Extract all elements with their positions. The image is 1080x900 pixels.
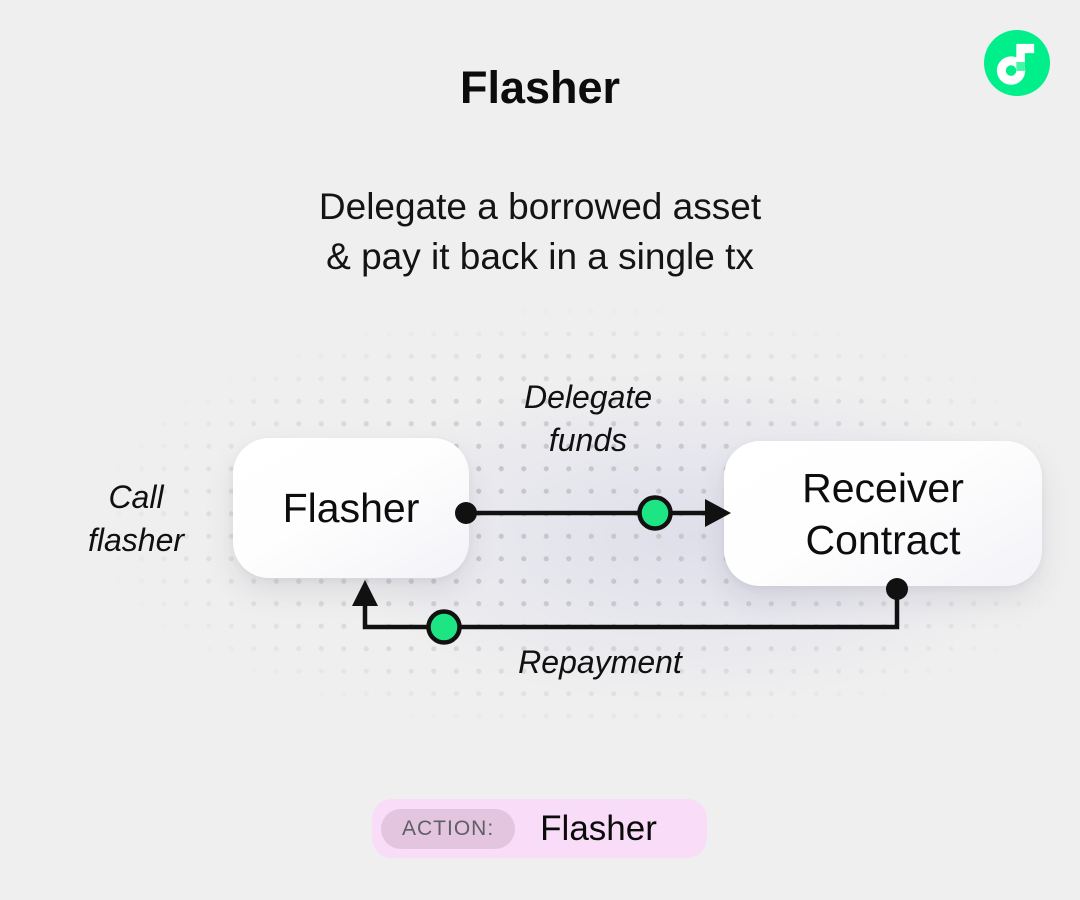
flow-logo-loop-hole [1005, 65, 1017, 76]
flow-logo-accent-square [1016, 62, 1025, 71]
page-title: Flasher [459, 62, 621, 113]
receiver-contract-node-box: Receiver Contract [724, 441, 1042, 586]
page-subtitle: Delegate a borrowed asset & pay it back … [318, 186, 762, 277]
delegate-funds-label: Delegate funds [523, 379, 653, 458]
call-flasher-label: Call flasher [87, 479, 185, 558]
repayment-label: Repayment [518, 644, 682, 680]
action-badge: ACTION: [381, 808, 516, 849]
flow-logo-icon [984, 30, 1050, 96]
action-value: Flasher [540, 808, 657, 848]
flasher-node-label: Flasher [282, 484, 420, 531]
flasher-node-box: Flasher [233, 438, 469, 578]
receiver-node-label: Receiver Contract [802, 464, 964, 563]
action-pill: ACTION: Flasher [372, 799, 707, 858]
